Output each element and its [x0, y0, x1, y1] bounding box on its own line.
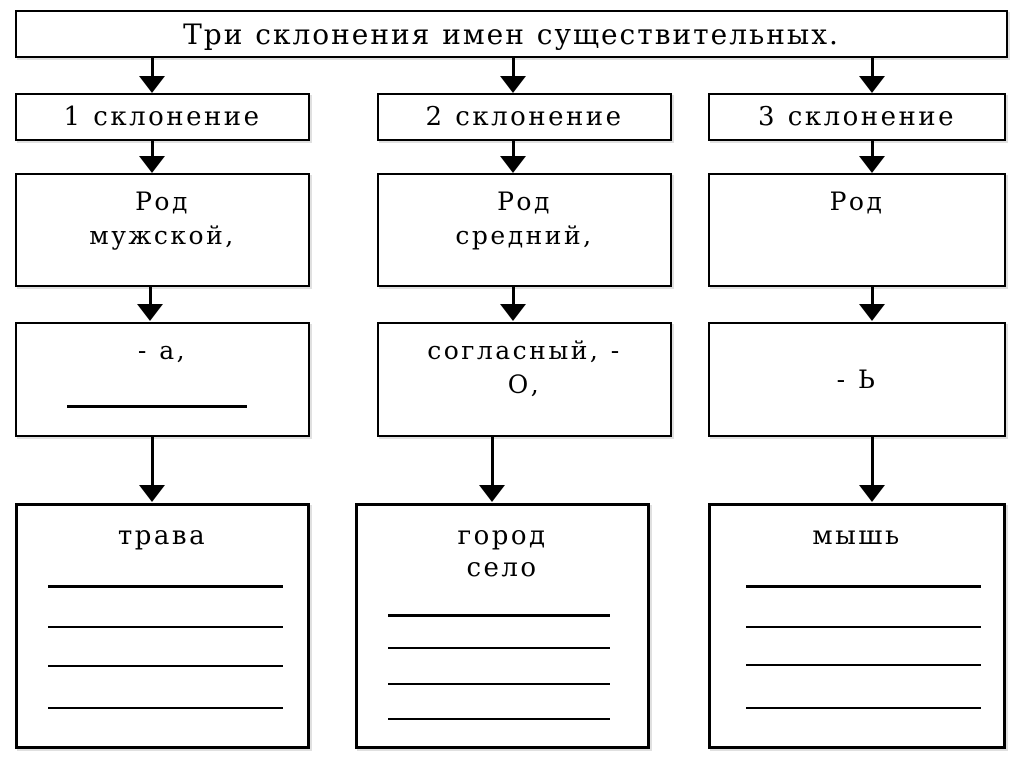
arrow-down-icon [859, 141, 885, 173]
diagram-title: Три склонения имен существительных. [183, 17, 840, 51]
gender-text: Род [497, 187, 552, 216]
column1-header-box: 1 склонение [15, 93, 310, 141]
blank-line [48, 665, 283, 667]
ending-text: - а, [137, 336, 188, 365]
blank-line [746, 626, 981, 628]
blank-line [48, 585, 283, 588]
blank-line [746, 585, 981, 588]
column2-header-box: 2 склонение [377, 93, 672, 141]
arrow-down-icon [859, 287, 885, 321]
gender-text: Род [829, 187, 885, 216]
arrow-down-icon [479, 437, 505, 502]
example-word: мышь [812, 521, 902, 551]
column2-ending-box: согласный, - О, [377, 322, 672, 437]
column3-header-box: 3 склонение [708, 93, 1006, 141]
ending-text: согласный, - [427, 336, 622, 365]
arrow-down-icon [139, 57, 165, 93]
arrow-down-icon [859, 57, 885, 93]
blank-line [388, 718, 610, 720]
column3-gender-box: Род [708, 173, 1006, 287]
ending-text: О, [507, 370, 542, 399]
blank-line [388, 647, 610, 649]
blank-line [746, 707, 981, 709]
column1-gender-box: Род мужской, [15, 173, 310, 287]
arrow-down-icon [500, 287, 526, 321]
example-word: город [457, 521, 548, 551]
column1-example-box: трава [15, 503, 310, 749]
column2-gender-box: Род средний, [377, 173, 672, 287]
arrow-down-icon [139, 437, 165, 502]
column2-header-label: 2 склонение [425, 102, 624, 132]
gender-text: средний, [455, 221, 594, 250]
column2-example-box: город село [355, 503, 650, 749]
gender-text: мужской, [89, 221, 236, 250]
column3-header-label: 3 склонение [757, 102, 957, 132]
example-word: село [466, 553, 539, 583]
blank-line [48, 707, 283, 709]
arrow-down-icon [500, 57, 526, 93]
blank-line [746, 664, 981, 666]
ending-text: - Ь [836, 364, 878, 394]
column3-ending-box: - Ь [708, 322, 1006, 437]
example-word: трава [117, 521, 208, 551]
column3-example-box: мышь [708, 503, 1006, 749]
column1-header-label: 1 склонение [63, 102, 262, 132]
column1-ending-box: - а, [15, 322, 310, 437]
arrow-down-icon [859, 437, 885, 502]
blank-line [388, 614, 610, 617]
blank-line [67, 405, 247, 408]
arrow-down-icon [137, 287, 163, 321]
blank-line [388, 683, 610, 685]
arrow-down-icon [139, 141, 165, 173]
arrow-down-icon [500, 141, 526, 173]
blank-line [48, 626, 283, 628]
gender-text: Род [135, 187, 190, 216]
title-box: Три склонения имен существительных. [15, 10, 1008, 58]
